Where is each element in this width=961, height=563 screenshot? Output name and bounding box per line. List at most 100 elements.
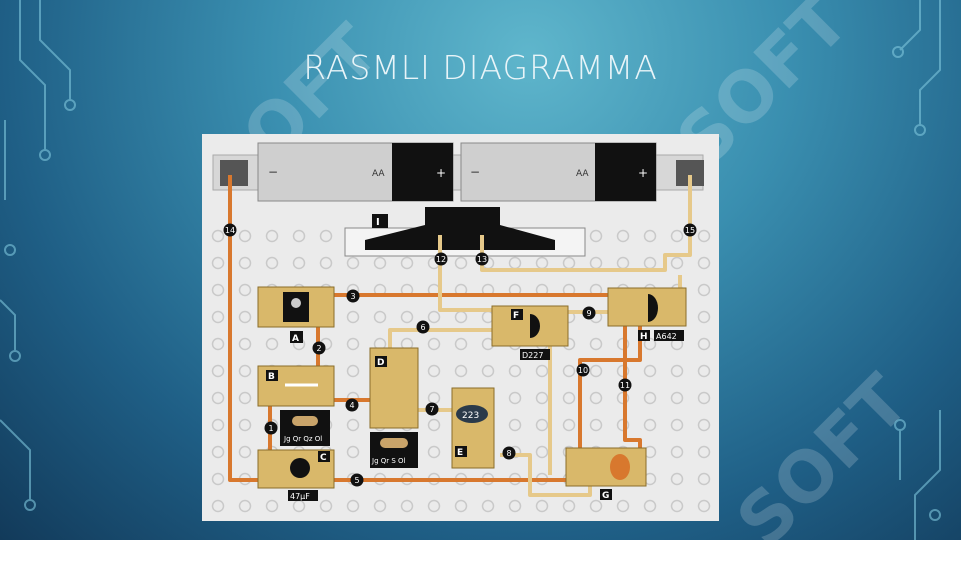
board-hole [535, 445, 549, 459]
board-hole [670, 418, 684, 432]
board-hole [697, 445, 711, 459]
board-hole [346, 499, 360, 513]
circuit-diagram: − AA + − AA + I A [0, 0, 941, 540]
board-hole [616, 499, 630, 513]
resistor-1-code: Jg Qr Qz Ol [283, 435, 322, 443]
board-hole [670, 445, 684, 459]
board-hole [292, 499, 306, 513]
board-hole [238, 418, 252, 432]
board-hole [373, 256, 387, 270]
board-hole [238, 229, 252, 243]
battery-left-type: AA [372, 169, 385, 179]
wire-badge: 5 [350, 473, 364, 487]
battery-left-minus: − [268, 165, 278, 179]
board-hole [238, 337, 252, 351]
wire-badge-label: 6 [420, 323, 425, 332]
board-hole [589, 391, 603, 405]
module-F [491, 305, 569, 347]
board-hole [238, 391, 252, 405]
board-hole [346, 364, 360, 378]
wire-badge: 13 [475, 252, 489, 266]
board-hole [670, 391, 684, 405]
board-hole [589, 364, 603, 378]
battery-right-plus: + [638, 166, 648, 180]
board-hole [265, 229, 279, 243]
board-hole [697, 391, 711, 405]
spring-left [220, 160, 248, 186]
board-hole [535, 364, 549, 378]
board-hole [589, 256, 603, 270]
wire-badge-label: 8 [506, 449, 511, 458]
board-hole [211, 472, 225, 486]
lamp-icon [610, 454, 630, 480]
board-hole [535, 391, 549, 405]
wire-badge-label: 11 [620, 381, 630, 390]
board-hole [427, 391, 441, 405]
board-hole [697, 364, 711, 378]
board-hole [265, 337, 279, 351]
board-hole [211, 445, 225, 459]
board-hole [211, 310, 225, 324]
board-hole [265, 256, 279, 270]
slide-title: RASMLI DIAGRAMMA [303, 48, 658, 87]
board-hole [589, 499, 603, 513]
capacitor-icon [290, 458, 310, 478]
board-hole [427, 337, 441, 351]
board-hole [238, 445, 252, 459]
module-H [607, 287, 687, 327]
board-hole [508, 391, 522, 405]
module-C-value: 47μF [290, 492, 310, 501]
board-hole [211, 256, 225, 270]
board-hole [508, 499, 522, 513]
module-H-value: A642 [656, 332, 677, 341]
board-hole [697, 337, 711, 351]
wire-badge: 2 [312, 341, 326, 355]
board-hole [562, 364, 576, 378]
board-hole [508, 364, 522, 378]
wire-badge: 14 [223, 223, 237, 237]
board-hole [319, 256, 333, 270]
board-hole [562, 256, 576, 270]
module-D-label: D [377, 358, 384, 368]
board-hole [670, 256, 684, 270]
board-hole [238, 310, 252, 324]
module-G-label: G [602, 491, 609, 501]
board-hole [400, 256, 414, 270]
board-hole [670, 364, 684, 378]
wire-badge: 9 [582, 306, 596, 320]
wire-badge-label: 9 [586, 309, 591, 318]
battery-right-type: AA [576, 169, 589, 179]
board-hole [670, 472, 684, 486]
board-hole [346, 256, 360, 270]
board-hole [211, 337, 225, 351]
board-hole [211, 229, 225, 243]
board-hole [211, 391, 225, 405]
board-hole [589, 418, 603, 432]
module-F-value: D227 [522, 351, 543, 360]
battery-right-cap [595, 143, 656, 201]
wire-badge-label: 1 [268, 424, 273, 433]
board-hole [643, 229, 657, 243]
board-hole [616, 229, 630, 243]
board-hole [562, 418, 576, 432]
board-hole [697, 256, 711, 270]
wire-badge-label: 3 [350, 292, 355, 301]
board-hole [535, 418, 549, 432]
wire-badge-label: 10 [578, 366, 588, 375]
module-G [565, 447, 647, 487]
board-hole [562, 499, 576, 513]
module-E-value: 223 [462, 411, 479, 421]
board-hole [697, 310, 711, 324]
wire-badge-label: 13 [477, 255, 487, 264]
board-hole [427, 445, 441, 459]
wire-badge-label: 12 [436, 255, 446, 264]
wire-badge: 15 [683, 223, 697, 237]
battery-right-minus: − [470, 165, 480, 179]
board-hole [454, 499, 468, 513]
board-hole [562, 391, 576, 405]
wire-badge: 7 [425, 402, 439, 416]
board-hole [643, 364, 657, 378]
board-hole [454, 337, 468, 351]
wire-badge: 12 [434, 252, 448, 266]
decorative-traces [0, 0, 941, 540]
